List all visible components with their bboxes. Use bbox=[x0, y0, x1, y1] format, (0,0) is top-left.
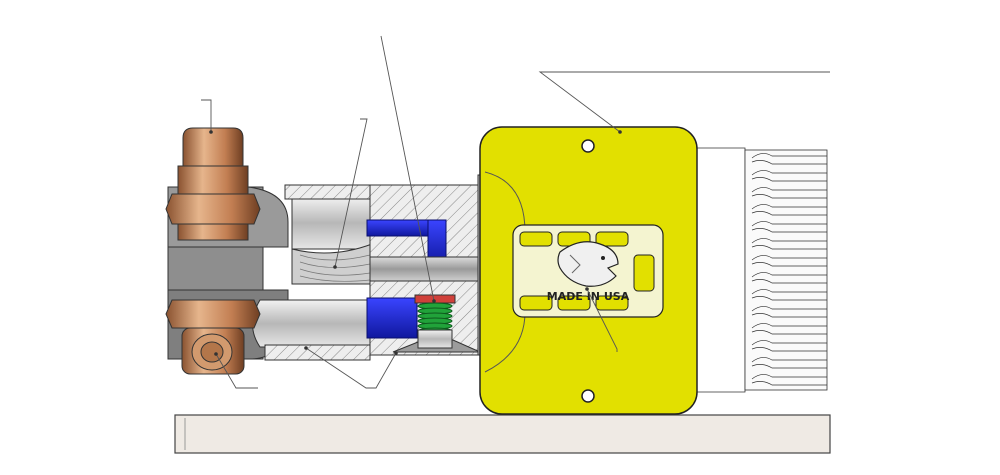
inlet-fitting bbox=[165, 299, 261, 375]
base-plate bbox=[174, 414, 831, 454]
valve-spring bbox=[392, 294, 481, 353]
badge-text: MADE IN USA bbox=[547, 290, 630, 303]
cooling-fin bbox=[751, 255, 827, 267]
cooling-fin bbox=[751, 374, 827, 386]
cooling-fin bbox=[751, 272, 827, 284]
outlet-fitting bbox=[165, 127, 261, 241]
cooling-fin bbox=[751, 187, 827, 199]
motor-housing bbox=[696, 147, 828, 393]
cylinder-bore-bottom bbox=[252, 299, 373, 348]
cooling-fin bbox=[751, 357, 827, 369]
cooling-fin bbox=[751, 170, 827, 182]
eagle-head-icon bbox=[557, 241, 619, 287]
cooling-fin bbox=[751, 289, 827, 301]
cooling-fin bbox=[751, 340, 827, 352]
cooling-fin bbox=[751, 323, 827, 335]
cooling-fin bbox=[751, 153, 827, 165]
cooling-fin bbox=[751, 221, 827, 233]
water-passage bbox=[366, 219, 447, 339]
leader-lines bbox=[201, 35, 830, 389]
badge: MADE IN USA bbox=[512, 224, 664, 318]
mounting-hole-icon bbox=[581, 389, 595, 403]
cylinder-bore-top bbox=[291, 196, 373, 285]
cooling-fin bbox=[751, 306, 827, 318]
cooling-fin bbox=[751, 238, 827, 250]
mounting-hole-icon bbox=[581, 139, 595, 153]
cooling-fin bbox=[751, 204, 827, 216]
